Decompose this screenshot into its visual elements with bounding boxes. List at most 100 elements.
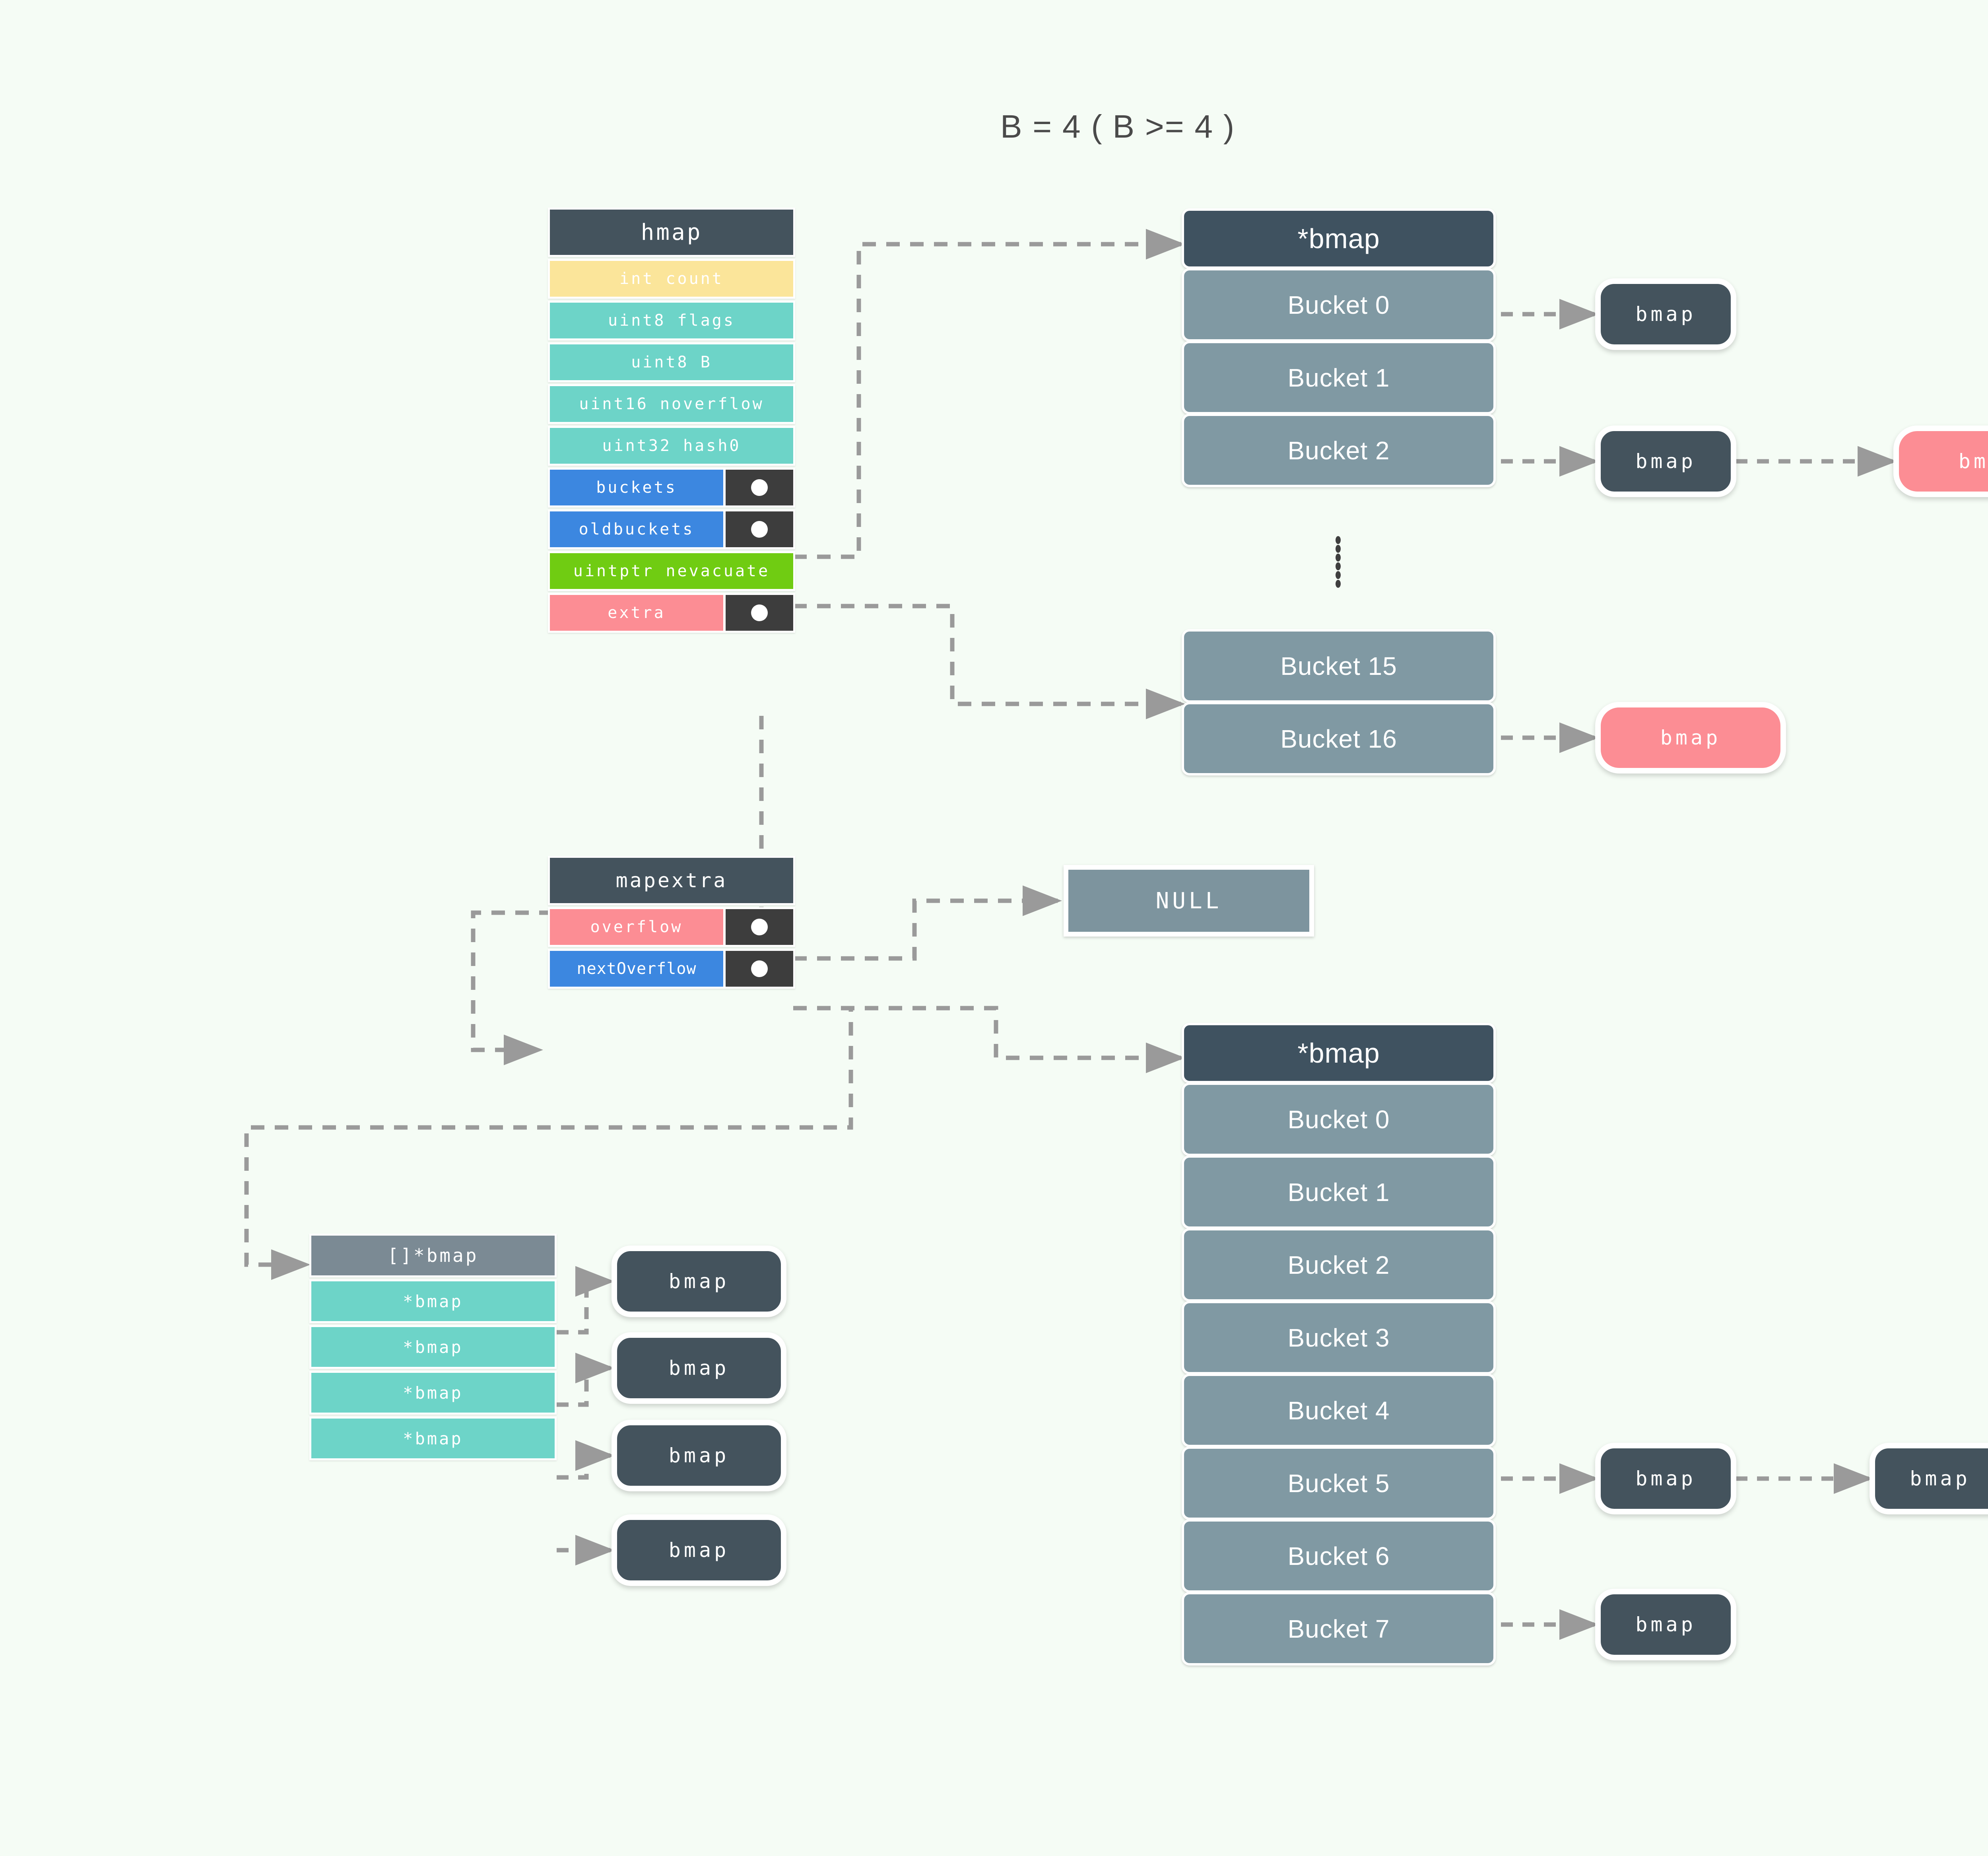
bmap-node-array-2: bmap [612,1420,786,1491]
mapextra-field-nextoverflow-label: nextOverflow [550,951,723,987]
old-bucket-row-15-label: Bucket 15 [1280,651,1397,680]
new-bucket-row-5: Bucket 5 [1182,1446,1496,1520]
new-bucket-row-7-label: Bucket 7 [1287,1614,1390,1643]
hmap-field-b: uint8 B [548,342,795,382]
bmap-node-array-2-label: bmap [668,1444,730,1467]
new-buckets-header-label: *bmap [1297,1038,1380,1069]
title-text: B = 4 ( B >= 4 ) [1000,109,1235,145]
new-bucket-row-1: Bucket 1 [1182,1155,1496,1229]
new-bucket-row-5-label: Bucket 5 [1287,1469,1390,1498]
new-bucket-row-1-label: Bucket 1 [1287,1178,1390,1207]
new-bucket-row-3: Bucket 3 [1182,1301,1496,1374]
old-buckets-header: *bmap [1182,208,1496,269]
old-bucket-row-15: Bucket 15 [1182,629,1496,703]
hmap-field-hash0: uint32 hash0 [548,426,795,466]
new-bucket-row-3-label: Bucket 3 [1287,1323,1390,1352]
old-bucket-row-0-label: Bucket 0 [1287,290,1390,319]
old-buckets-header-label: *bmap [1297,223,1380,254]
new-bucket-row-6-label: Bucket 6 [1287,1541,1390,1570]
bmap-node-array-0: bmap [612,1246,786,1317]
bmap-node-top-b2-a-label: bmap [1635,450,1696,473]
old-bucket-row-2-label: Bucket 2 [1287,436,1390,465]
overflow-array-header-row: []*bmap [309,1234,557,1277]
null-node: NULL [1064,865,1314,937]
overflow-array-cell-1: *bmap [309,1325,557,1369]
new-bucket-row-4: Bucket 4 [1182,1374,1496,1447]
hmap-field-oldbuckets-label: oldbuckets [550,511,723,547]
bmap-node-array-3: bmap [612,1514,786,1586]
overflow-array-cell-0-label: *bmap [311,1281,555,1321]
pointer-dot-icon [751,919,768,935]
hmap-field-extra: extra [548,593,795,633]
hmap-field-flags: uint8 flags [548,301,795,340]
overflow-array-cell-0: *bmap [309,1279,557,1323]
hmap-field-flags-label: uint8 flags [550,303,793,338]
old-bucket-row-0: Bucket 0 [1182,268,1496,342]
overflow-array-header-label: []*bmap [311,1236,555,1275]
new-bucket-row-0: Bucket 0 [1182,1083,1496,1156]
overflow-array-cell-2: *bmap [309,1371,557,1415]
hmap-field-buckets-label: buckets [550,470,723,505]
pointer-dot-icon [751,521,768,538]
bmap-node-bottom-b5-b: bmap [1870,1443,1988,1514]
old-buckets-table: *bmap Bucket 0 Bucket 1 Bucket 2 [1182,208,1496,487]
hmap-oldbuckets-pointer-cell [726,511,793,547]
hmap-field-b-label: uint8 B [550,344,793,380]
vertical-ellipsis-icon [1335,536,1341,588]
new-bucket-row-7: Bucket 7 [1182,1592,1496,1666]
bmap-node-top-b0-label: bmap [1635,303,1696,326]
overflow-array-cell-3: *bmap [309,1417,557,1460]
overflow-array-cell-1-label: *bmap [311,1327,555,1367]
hmap-field-noverflow-label: uint16 noverflow [550,386,793,422]
overflow-array-cell-2-label: *bmap [311,1373,555,1413]
hmap-header-row: hmap [548,208,795,257]
hmap-field-count-label: int count [550,261,793,297]
hmap-buckets-pointer-cell [726,470,793,505]
bmap-node-array-1: bmap [612,1332,786,1404]
new-bucket-row-2: Bucket 2 [1182,1228,1496,1302]
hmap-field-nevacuate: uintptr nevacuate [548,551,795,591]
overflow-array-cell-3-label: *bmap [311,1419,555,1458]
mapextra-header-label: mapextra [550,858,793,903]
hmap-extra-pointer-cell [726,595,793,631]
hmap-field-count: int count [548,259,795,299]
old-bucket-row-16: Bucket 16 [1182,702,1496,775]
hmap-field-oldbuckets: oldbuckets [548,509,795,549]
wire-oldbuckets [793,604,1185,719]
bmap-node-top-b2-a: bmap [1595,426,1736,497]
old-bucket-row-16-label: Bucket 16 [1280,724,1397,753]
mapextra-overflow-pointer-cell [726,909,793,945]
hmap-field-buckets: buckets [548,468,795,507]
bmap-node-top-b16: bmap [1595,702,1786,773]
bmap-node-array-3-label: bmap [668,1539,730,1562]
null-node-label: NULL [1155,888,1222,914]
wire-arr-1 [557,1353,615,1407]
pointer-dot-icon [751,960,768,977]
wire-buckets [793,229,1185,559]
hmap-field-nevacuate-label: uintptr nevacuate [550,553,793,589]
page-title: B = 4 ( B >= 4 ) [0,108,1988,146]
mapextra-field-overflow: overflow [548,907,795,947]
wire-overflow [793,885,1062,961]
new-bucket-row-6: Bucket 6 [1182,1519,1496,1593]
hmap-field-noverflow: uint16 noverflow [548,384,795,424]
mapextra-nextoverflow-pointer-cell [726,951,793,987]
wire-nextoverflow-array [244,1006,853,1280]
new-bucket-row-0-label: Bucket 0 [1287,1105,1390,1134]
new-bucket-row-4-label: Bucket 4 [1287,1396,1390,1425]
mapextra-field-nextoverflow: nextOverflow [548,949,795,989]
wire-arr-2 [557,1440,615,1480]
bmap-node-top-b2-b: bmap [1893,426,1988,497]
hmap-field-extra-label: extra [550,595,723,631]
new-bucket-row-2-label: Bucket 2 [1287,1250,1390,1279]
wire-arr-0 [557,1266,615,1335]
bmap-node-top-b16-label: bmap [1660,726,1721,749]
new-buckets-header: *bmap [1182,1023,1496,1083]
bmap-node-bottom-b7: bmap [1595,1589,1736,1660]
bmap-node-top-b2-b-label: bmap [1958,450,1988,473]
mapextra-field-overflow-label: overflow [550,909,723,945]
old-buckets-table-tail: Bucket 15 Bucket 16 [1182,629,1496,775]
bmap-node-bottom-b5-a: bmap [1595,1443,1736,1514]
bmap-node-bottom-b5-a-label: bmap [1635,1467,1696,1490]
